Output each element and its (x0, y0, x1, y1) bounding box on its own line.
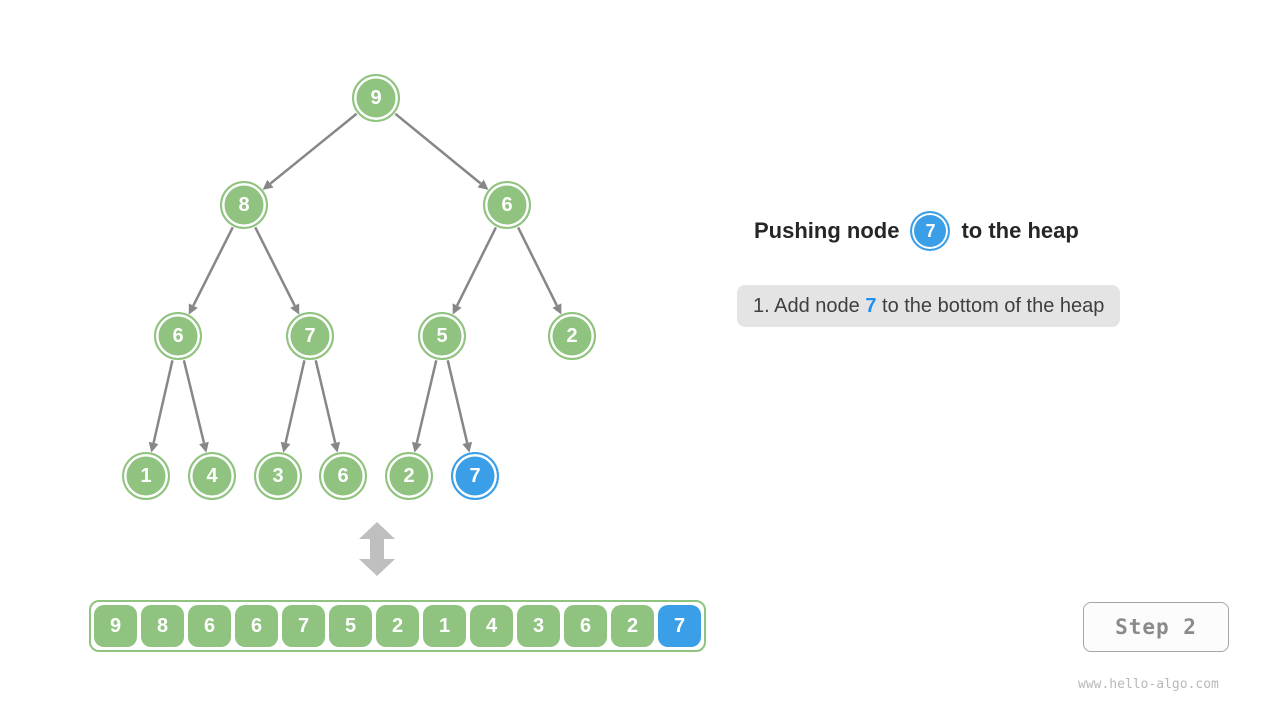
tree-node-3: 3 (254, 452, 302, 500)
array-cell-3: 3 (517, 605, 560, 647)
instruction-box: 1. Add node 7 to the bottom of the heap (737, 285, 1121, 327)
instruction-suffix: to the bottom of the heap (876, 295, 1105, 317)
tree-node-2: 2 (385, 452, 433, 500)
array-cell-7-highlighted: 7 (658, 605, 701, 647)
array-cell-6: 6 (188, 605, 231, 647)
step-indicator-button[interactable]: Step 2 (1083, 602, 1229, 652)
tree-edges-layer (148, 112, 562, 453)
tree-node-9: 9 (352, 74, 400, 122)
array-cell-1: 1 (423, 605, 466, 647)
tree-node-6: 6 (483, 181, 531, 229)
tree-array-equivalence-arrow-icon (359, 522, 395, 576)
array-cell-8: 8 (141, 605, 184, 647)
double-arrow-glyph (359, 522, 395, 576)
tree-edge (148, 360, 174, 453)
array-cell-2: 2 (376, 605, 419, 647)
watermark-url: www.hello-algo.com (1078, 677, 1219, 692)
title-prefix: Pushing node (754, 218, 900, 243)
tree-node-7: 7 (286, 312, 334, 360)
tree-edge (254, 226, 300, 315)
tree-edge (516, 226, 562, 315)
tree-node-2: 2 (548, 312, 596, 360)
tree-node-4: 4 (188, 452, 236, 500)
tree-edge (411, 360, 438, 453)
tree-node-5: 5 (418, 312, 466, 360)
tree-edge (280, 360, 306, 453)
tree-node-1: 1 (122, 452, 170, 500)
array-cell-5: 5 (329, 605, 372, 647)
tree-node-7-highlighted: 7 (451, 452, 499, 500)
tree-edge (452, 226, 498, 315)
array-cell-7: 7 (282, 605, 325, 647)
array-cell-4: 4 (470, 605, 513, 647)
tree-node-6: 6 (154, 312, 202, 360)
array-cell-6: 6 (564, 605, 607, 647)
tree-edge (314, 360, 341, 453)
array-cell-9: 9 (94, 605, 137, 647)
instruction-prefix: 1. Add node (753, 295, 866, 317)
tree-node-8: 8 (220, 181, 268, 229)
figure-title: Pushing node 7 to the heap (754, 211, 1079, 251)
pushed-node-badge: 7 (910, 211, 951, 251)
instruction-highlight-value: 7 (865, 295, 877, 317)
tree-edge (188, 226, 234, 315)
tree-node-6: 6 (319, 452, 367, 500)
tree-edge (262, 112, 358, 190)
tree-edge (446, 360, 473, 453)
tree-edge (182, 359, 209, 453)
array-cell-2: 2 (611, 605, 654, 647)
title-suffix: to the heap (961, 218, 1079, 243)
array-cell-6: 6 (235, 605, 278, 647)
tree-edge (394, 112, 489, 190)
